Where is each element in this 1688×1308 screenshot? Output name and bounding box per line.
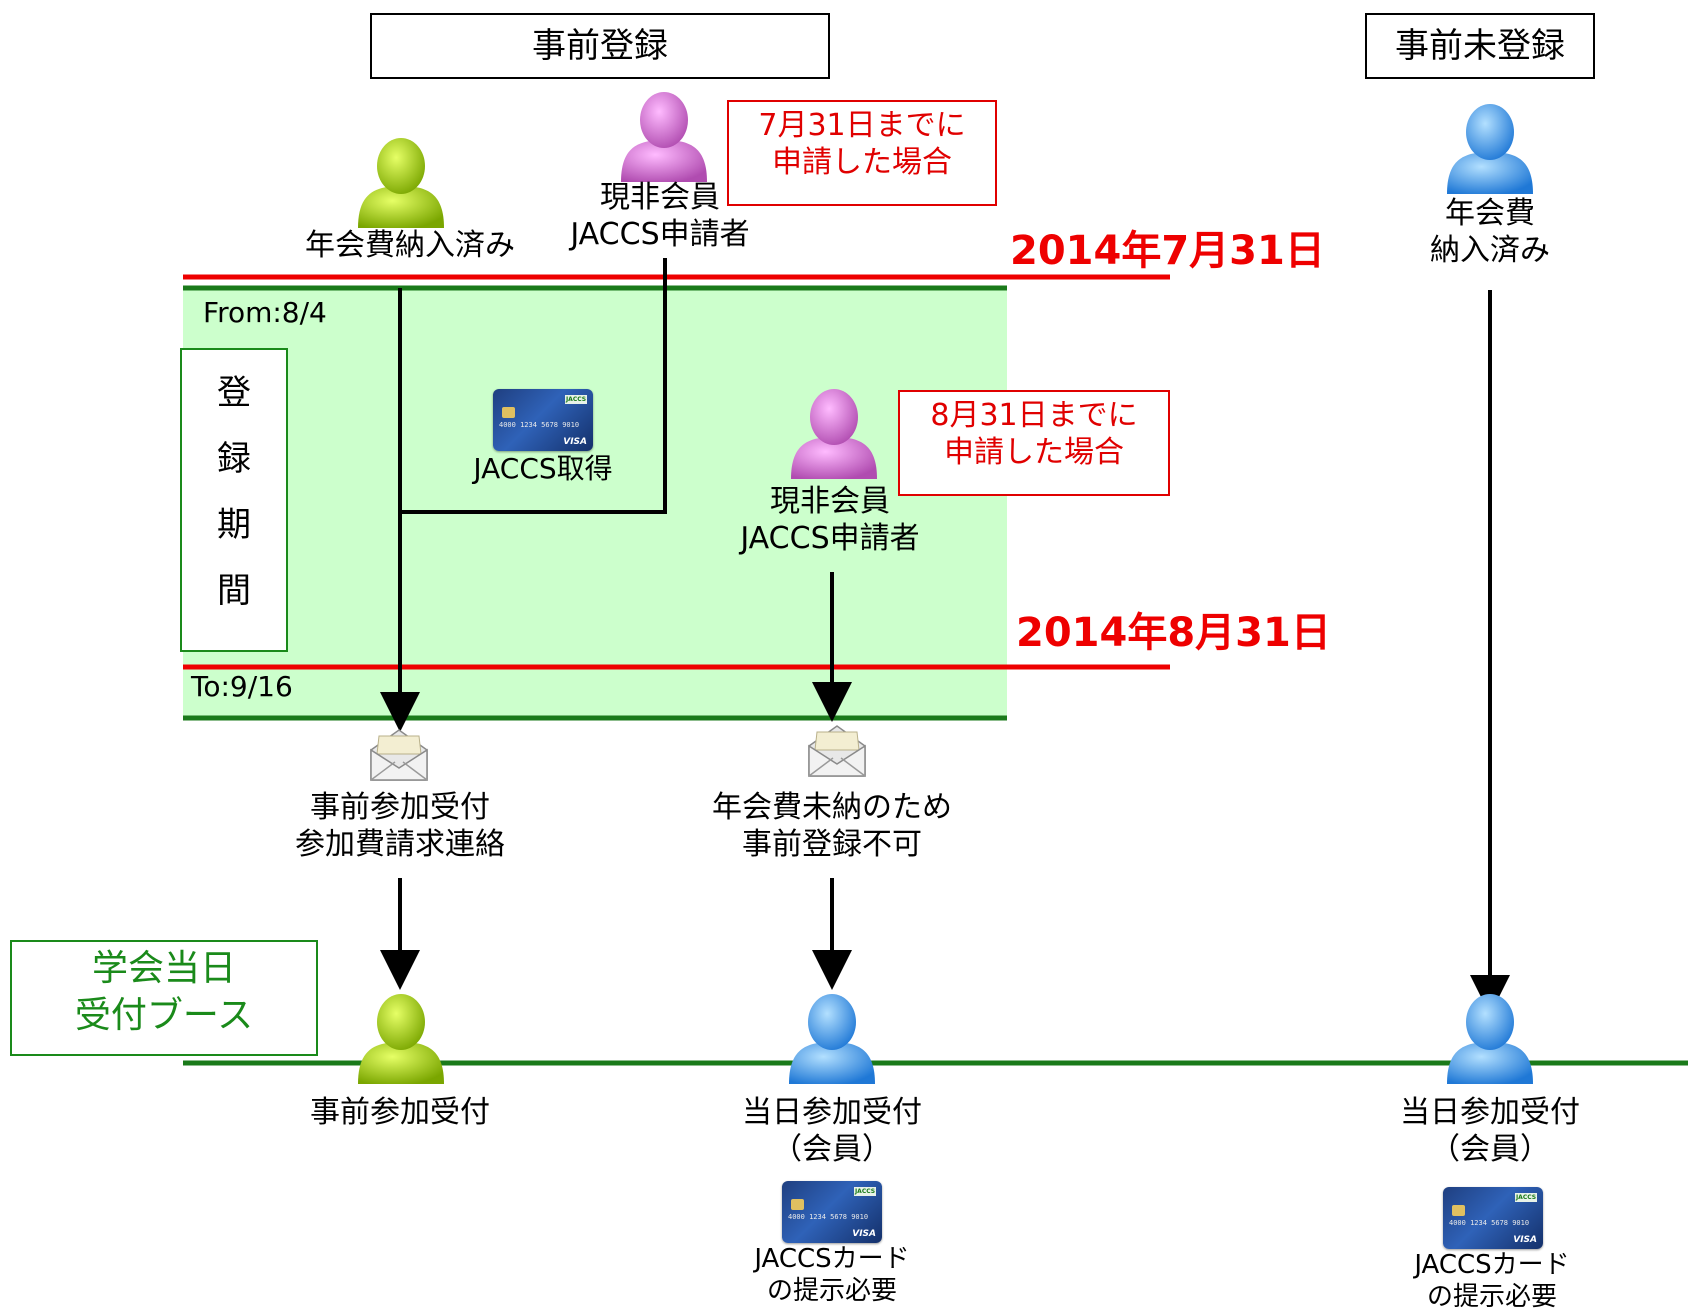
envelope-icon <box>370 729 428 781</box>
label-card-required-1: JACCSカード の提示必要 <box>754 1244 910 1306</box>
label-card-required-2: JACCSカード の提示必要 <box>1414 1250 1570 1308</box>
person-green-icon <box>358 994 444 1084</box>
jaccs-card-icon: JACCS 4000 1234 5678 9010 VISA <box>493 389 593 451</box>
period-label-box: 登 録 期 間 <box>180 348 288 652</box>
label-card-acquired: JACCS取得 <box>473 452 613 485</box>
label-same-day-1: 当日参加受付 （会員） <box>742 1095 922 1167</box>
label-same-day-2: 当日参加受付 （会員） <box>1400 1095 1580 1167</box>
header-pre-registered: 事前登録 <box>370 13 830 79</box>
label-non-member-2: 現非会員 JACCS申請者 <box>740 484 920 556</box>
note-by-jul31: 7月31日までに 申請した場合 <box>727 100 997 206</box>
flow-line-card <box>400 258 667 514</box>
envelope-icon <box>808 725 866 777</box>
deadline-date-1: 2014年7月31日 <box>1010 228 1325 274</box>
period-to: To:9/16 <box>191 670 293 703</box>
header-not-pre-registered: 事前未登録 <box>1365 13 1595 79</box>
booth-label-box: 学会当日 受付ブース <box>10 940 318 1056</box>
note-by-aug31: 8月31日までに 申請した場合 <box>898 390 1170 496</box>
person-blue-icon <box>789 994 875 1084</box>
person-pink-icon <box>621 92 707 182</box>
deadline-date-2: 2014年8月31日 <box>1016 610 1331 656</box>
jaccs-card-icon: JACCS 4000 1234 5678 9010 VISA <box>1443 1187 1543 1249</box>
registration-period-area <box>183 288 1007 718</box>
person-pink-icon <box>791 389 877 479</box>
label-mail-left: 事前参加受付 参加費請求連絡 <box>295 790 505 862</box>
label-non-member-1: 現非会員 JACCS申請者 <box>570 180 750 252</box>
label-unregistered-fee-paid: 年会費 納入済み <box>1430 196 1550 268</box>
label-pre-reception: 事前参加受付 <box>310 1095 490 1130</box>
period-from: From:8/4 <box>203 296 327 329</box>
person-blue-icon <box>1447 104 1533 194</box>
person-blue-icon <box>1447 994 1533 1084</box>
jaccs-card-icon: JACCS 4000 1234 5678 9010 VISA <box>782 1181 882 1243</box>
label-fee-paid: 年会費納入済み <box>305 228 515 263</box>
label-mail-right: 年会費未納のため 事前登録不可 <box>712 790 952 862</box>
person-green-icon <box>358 138 444 228</box>
